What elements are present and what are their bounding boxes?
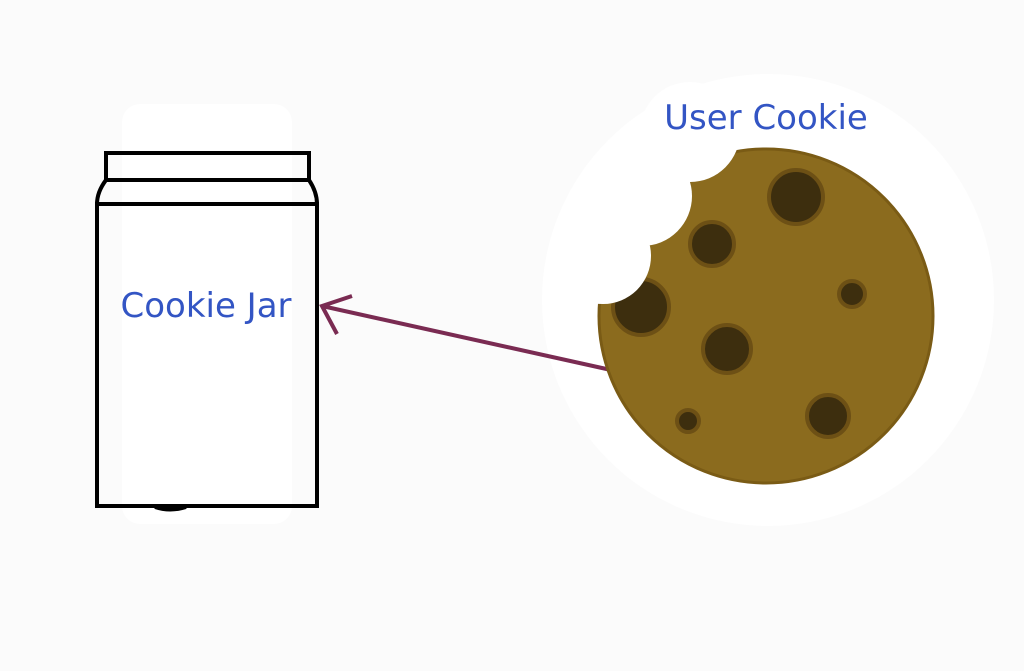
jar-lid — [104, 151, 311, 182]
cookie-edge — [597, 147, 935, 485]
jar-base-bump — [154, 505, 187, 512]
chip — [837, 279, 867, 309]
arrow-left-icon — [319, 294, 612, 372]
bite-scallop — [555, 208, 651, 304]
chip — [805, 393, 851, 439]
chip — [767, 168, 825, 226]
cookie-body — [599, 149, 933, 483]
arrow-shaft — [321, 304, 612, 372]
bitten-cookie-icon — [555, 82, 935, 485]
cookie-jar-icon — [94, 151, 320, 512]
arrow-head — [319, 294, 353, 335]
jar-body — [95, 202, 319, 508]
chip — [688, 220, 736, 268]
cookie-jar-label: Cookie Jar — [120, 286, 291, 326]
chip — [675, 408, 701, 434]
chip — [701, 323, 753, 375]
cookie-bite — [555, 82, 740, 304]
cookie-chips — [611, 168, 867, 439]
user-cookie-label: User Cookie — [664, 98, 868, 138]
jar-halo — [122, 104, 292, 524]
